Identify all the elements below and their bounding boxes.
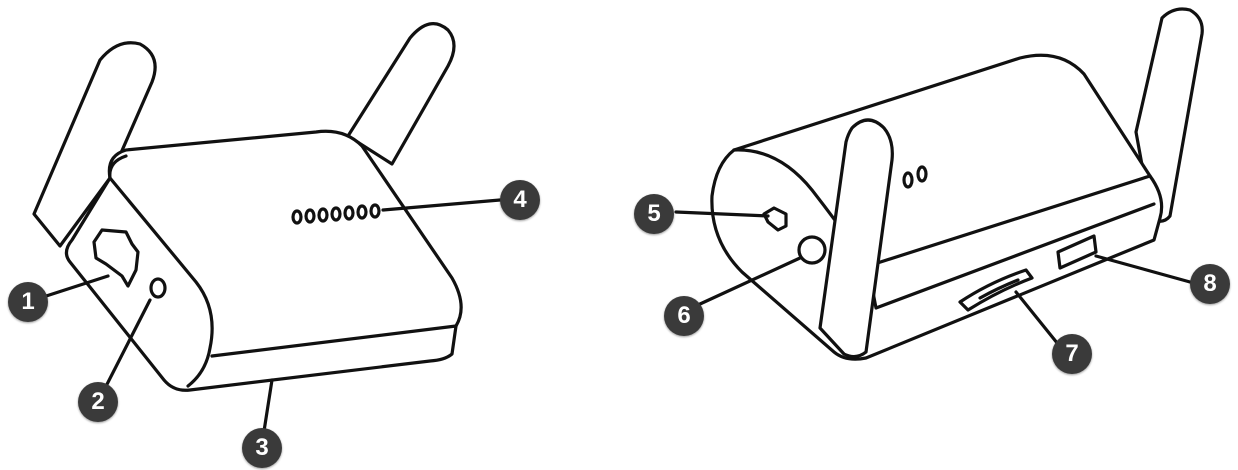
leader-line-8 (1096, 256, 1190, 282)
right-device-body (712, 55, 1162, 359)
callout-badge-1: 1 (8, 282, 48, 322)
led-small-icon (918, 167, 926, 181)
left-device (34, 24, 500, 444)
callout-badge-4: 4 (500, 180, 540, 220)
led-small-icon (904, 173, 912, 187)
callout-badge-3: 3 (242, 428, 282, 468)
round-button-icon (799, 237, 825, 263)
callout-badge-8: 8 (1190, 264, 1230, 304)
left-device-rear-antenna (348, 24, 454, 164)
right-device (676, 9, 1202, 359)
indicator-hole-icon (151, 279, 165, 297)
callout-badge-6: 6 (664, 296, 704, 336)
callout-badge-2: 2 (78, 382, 118, 422)
callout-badge-7: 7 (1052, 334, 1092, 374)
callout-badge-5: 5 (634, 194, 674, 234)
